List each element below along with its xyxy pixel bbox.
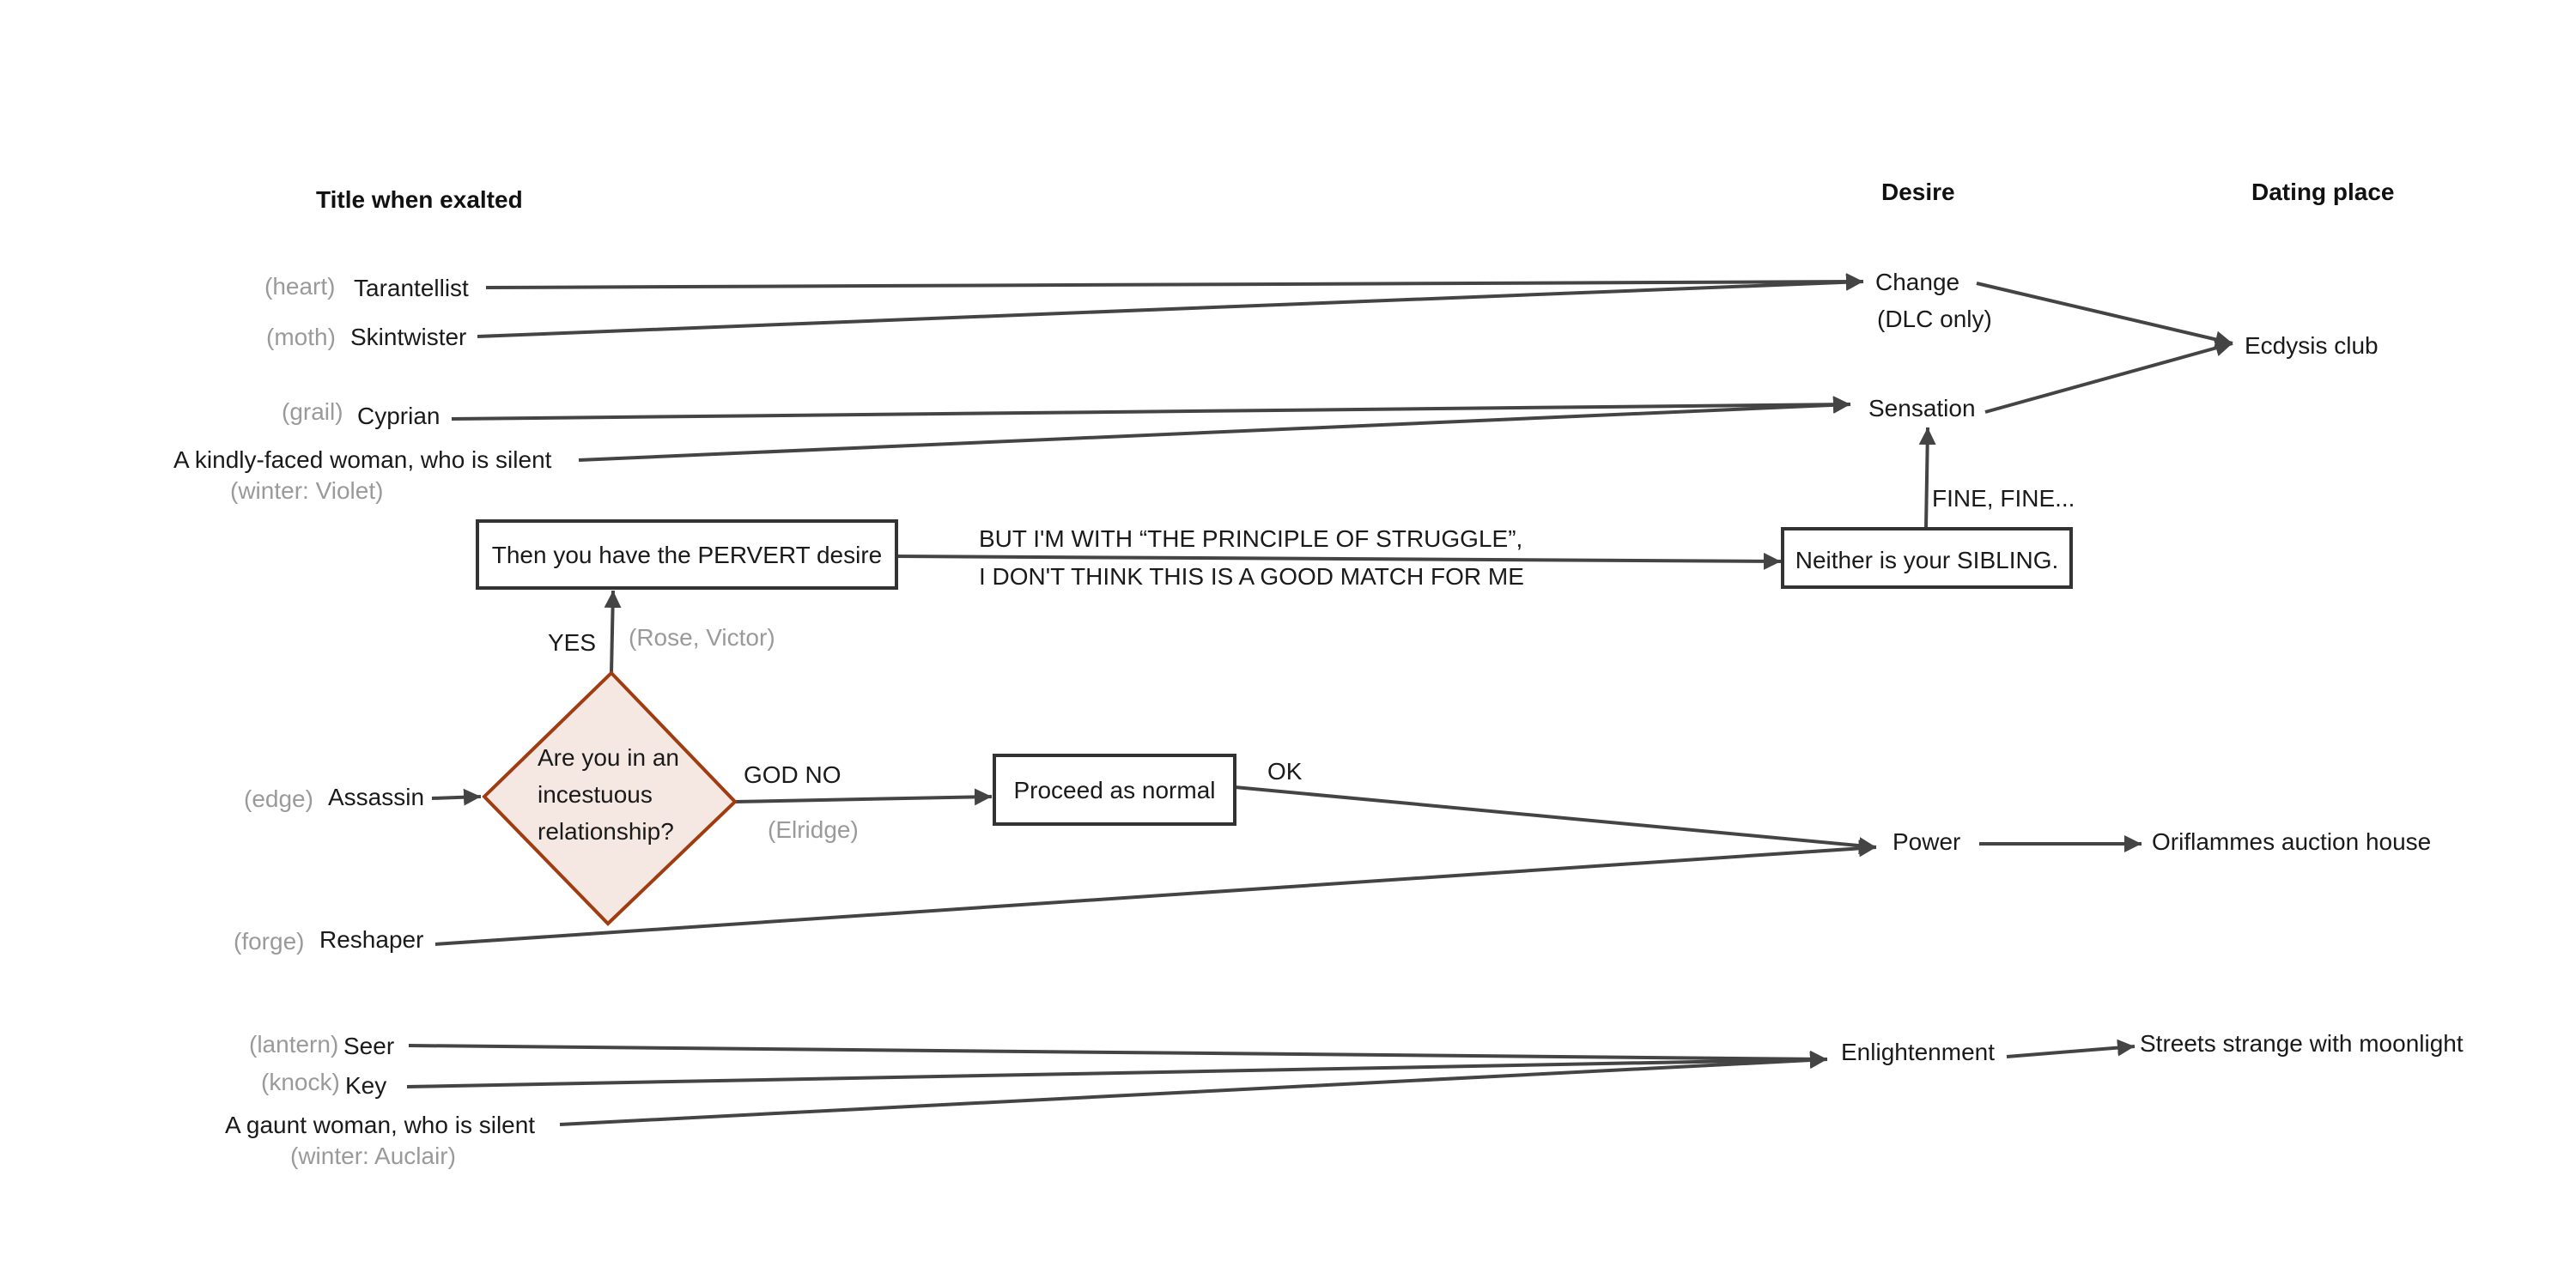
box-proceed-as-normal: Proceed as normal	[993, 754, 1236, 826]
desire-change: Change	[1875, 269, 1959, 295]
label-ok: OK	[1267, 758, 1303, 785]
edge-seer-enlightenment	[408, 1044, 1828, 1068]
box-sibling-label: Neither is your SIBLING.	[1795, 547, 2059, 573]
title-cyprian: Cyprian	[357, 403, 440, 429]
header-dating-place: Dating place	[2251, 179, 2394, 205]
header-desire: Desire	[1881, 179, 1955, 205]
desire-power: Power	[1893, 828, 1960, 855]
place-streets-moonlight: Streets strange with moonlight	[2140, 1030, 2464, 1057]
edge-reshaper-power	[434, 840, 1877, 946]
place-ecdysis-club: Ecdysis club	[2245, 332, 2379, 359]
box-pervert-desire: Then you have the PERVERT desire	[476, 519, 898, 590]
edge-kindly-sensation	[578, 396, 1851, 462]
box-sibling: Neither is your SIBLING.	[1781, 527, 2073, 589]
edge-decision-normal	[734, 788, 993, 806]
label-fine-fine: FINE, FINE...	[1932, 485, 2075, 512]
edge-decision-pervert	[604, 590, 622, 674]
title-assassin: Assassin	[328, 784, 424, 810]
decision-line-1: Are you in an	[538, 744, 679, 771]
tag-edge: (edge)	[244, 785, 313, 812]
edge-pervert-sibling	[896, 552, 1782, 570]
desire-sensation: Sensation	[1868, 395, 1976, 421]
tag-grail: (grail)	[282, 398, 343, 425]
label-god-no: GOD NO	[744, 761, 841, 788]
tag-forge: (forge)	[234, 928, 304, 955]
header-title-when-exalted: Title when exalted	[316, 186, 523, 213]
decision-line-2: incestuous	[538, 781, 653, 808]
edge-sibling-sensation	[1918, 427, 1936, 530]
edge-normal-power	[1234, 785, 1877, 855]
title-skintwister: Skintwister	[350, 324, 466, 350]
label-struggle-1: BUT I'M WITH “THE PRINCIPLE OF STRUGGLE”…	[979, 525, 1522, 552]
tag-heart: (heart)	[264, 273, 335, 300]
label-struggle-2: I DON'T THINK THIS IS A GOOD MATCH FOR M…	[979, 563, 1524, 590]
title-gaunt-woman: A gaunt woman, who is silent	[225, 1112, 535, 1138]
edge-change-ecdysis	[1976, 282, 2233, 349]
tag-lantern: (lantern)	[249, 1031, 338, 1058]
box-pervert-label: Then you have the PERVERT desire	[492, 542, 883, 568]
edge-sensation-ecdysis	[1984, 339, 2233, 414]
edge-tarantellist-change	[485, 273, 1864, 291]
box-normal-label: Proceed as normal	[1013, 777, 1215, 803]
desire-change-note: (DLC only)	[1877, 306, 1992, 332]
label-yes: YES	[548, 629, 596, 656]
edge-enlightenment-streets	[2006, 1039, 2136, 1058]
winter-auclair-note: (winter: Auclair)	[290, 1143, 456, 1169]
winter-violet-note: (winter: Violet)	[230, 477, 383, 504]
edge-assassin-decision	[431, 788, 482, 806]
desire-enlightenment: Enlightenment	[1841, 1039, 1995, 1065]
place-oriflammes: Oriflammes auction house	[2152, 828, 2431, 855]
edge-cyprian-sensation	[451, 396, 1851, 421]
label-elridge: (Elridge)	[768, 816, 859, 843]
title-reshaper: Reshaper	[319, 926, 423, 953]
title-key: Key	[345, 1072, 386, 1099]
edge-skintwister-change	[477, 273, 1864, 338]
decision-incestuous: Are you in an incestuous relationship?	[482, 670, 738, 926]
edge-key-enlightenment	[406, 1051, 1828, 1088]
title-seer: Seer	[343, 1033, 394, 1059]
decision-line-3: relationship?	[538, 818, 674, 845]
edge-gaunt-enlightenment	[559, 1052, 1828, 1126]
title-kindly-faced-woman: A kindly-faced woman, who is silent	[173, 446, 552, 473]
title-tarantellist: Tarantellist	[354, 275, 469, 301]
edges	[406, 273, 2233, 1126]
tag-moth: (moth)	[266, 324, 336, 350]
tag-knock: (knock)	[261, 1069, 340, 1095]
label-rose-victor: (Rose, Victor)	[629, 624, 775, 651]
